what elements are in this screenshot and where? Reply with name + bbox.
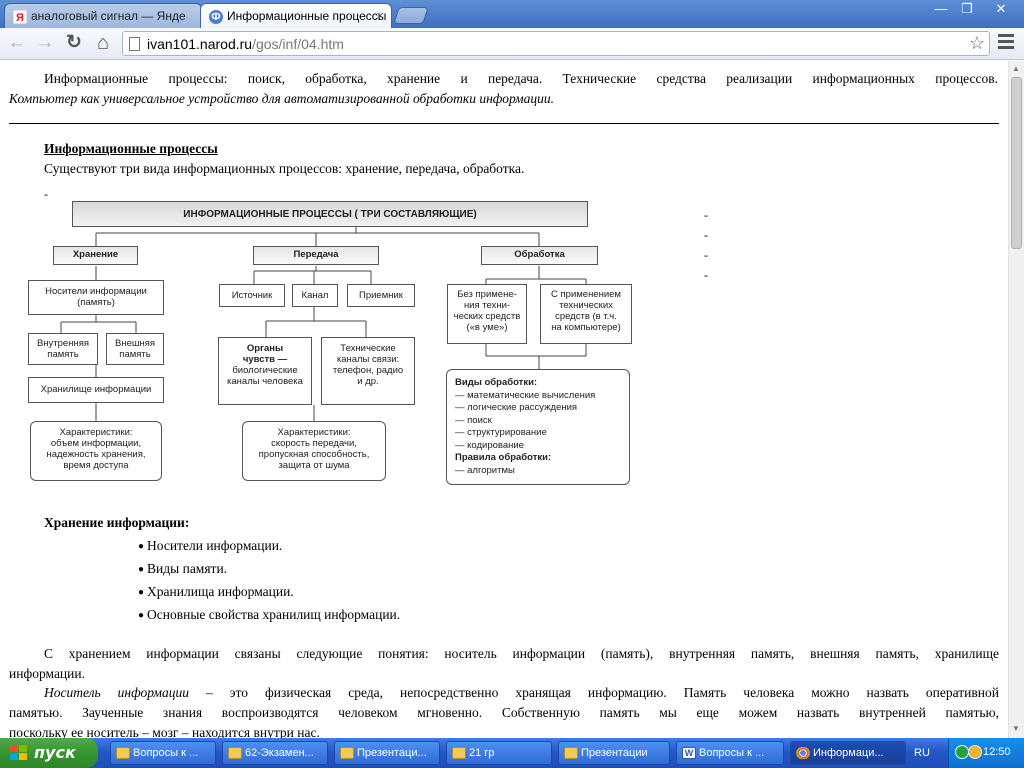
folder-icon xyxy=(564,747,578,759)
address-bar[interactable]: ivan101.narod.ru/gos/inf/04.htm ☆ xyxy=(122,31,990,56)
tab-title: Информационные процессы xyxy=(227,9,387,23)
transfer-label: Передача xyxy=(253,246,379,265)
minimize-button[interactable]: — xyxy=(934,1,948,16)
back-button[interactable]: ← xyxy=(7,32,27,53)
term-carrier: Носитель информации xyxy=(44,685,189,700)
list-item: Носители информации. xyxy=(138,535,400,558)
scroll-down-icon[interactable]: ▼ xyxy=(1012,724,1020,733)
folder-icon xyxy=(116,747,130,759)
folder-icon xyxy=(452,747,466,759)
dash-marker: - xyxy=(704,268,708,282)
storage-heading: Хранение информации: xyxy=(44,515,190,530)
channel-box: Канал xyxy=(292,284,338,307)
intro-line-1: Информационные процессы: поиск, обработк… xyxy=(44,71,998,86)
tab-close-icon[interactable]: × xyxy=(376,8,384,23)
folder-icon xyxy=(340,747,354,759)
taskbar-item-active[interactable]: Информаци... xyxy=(790,741,906,765)
diagram-connectors xyxy=(60,227,587,421)
system-tray: 12:50 xyxy=(948,738,1024,768)
diagram-title: ИНФОРМАЦИОННЫЕ ПРОЦЕССЫ ( ТРИ СОСТАВЛЯЮЩ… xyxy=(72,201,588,227)
processing-kinds-box: Виды обработки: — математические вычисле… xyxy=(446,369,630,485)
windows-flag-icon xyxy=(10,745,28,761)
security-tray-icon[interactable] xyxy=(955,745,969,759)
tech-channels-box: Технические каналы связи: телефон, радио… xyxy=(321,337,415,405)
yandex-favicon-icon: Я xyxy=(13,10,27,24)
windows-taskbar: пуск Вопросы к ... 62-Экзамен... Презент… xyxy=(0,738,1024,768)
information-processes-diagram: ИНФОРМАЦИОННЫЕ ПРОЦЕССЫ ( ТРИ СОСТАВЛЯЮЩ… xyxy=(26,199,636,489)
source-box: Источник xyxy=(219,284,285,307)
taskbar-item[interactable]: 21 гр xyxy=(446,741,552,765)
word-icon: W xyxy=(682,747,696,759)
site-favicon-icon: Ф xyxy=(209,10,223,24)
dash-marker: - xyxy=(704,228,708,242)
sense-organs-box: Органы чувств — биологические каналы чел… xyxy=(218,337,312,405)
page-icon xyxy=(129,37,140,51)
external-memory-box: Внешняя память xyxy=(106,333,164,365)
section-subtitle: Существуют три вида информационных проце… xyxy=(44,161,525,176)
section-title: Информационные процессы xyxy=(44,141,218,156)
app-tray-icon[interactable] xyxy=(968,745,982,759)
bookmark-star-icon[interactable]: ☆ xyxy=(968,33,985,53)
new-tab-button[interactable] xyxy=(393,7,429,24)
forward-button[interactable]: → xyxy=(35,32,55,53)
storage-label: Хранение xyxy=(53,246,138,265)
page-content: Информационные процессы: поиск, обработк… xyxy=(0,61,1008,738)
start-button[interactable]: пуск xyxy=(0,738,98,768)
tab-active-page[interactable]: Ф Информационные процессы × xyxy=(200,3,392,28)
taskbar-item[interactable]: 62-Экзамен... xyxy=(222,741,328,765)
processing-label: Обработка xyxy=(481,246,598,265)
language-indicator[interactable]: RU xyxy=(914,747,930,759)
internal-memory-box: Внутренняя память xyxy=(28,333,98,365)
close-window-button[interactable]: ✕ xyxy=(995,1,1007,16)
folder-icon xyxy=(228,747,242,759)
scroll-thumb[interactable] xyxy=(1011,77,1022,249)
list-item: Хранилища информации. xyxy=(138,581,400,604)
tab-title: аналоговый сигнал — Янде xyxy=(31,9,186,23)
transfer-props-box: Характеристики: скорость передачи, пропу… xyxy=(242,421,386,481)
chrome-icon xyxy=(796,747,810,759)
dash-marker: - xyxy=(704,248,708,262)
taskbar-item[interactable]: Презентации xyxy=(558,741,670,765)
paragraph-storage-concepts: С хранением информации связаны следующие… xyxy=(9,646,999,681)
technical-processing-box: С применением технических средств (в т.ч… xyxy=(540,284,632,344)
taskbar-item[interactable]: Вопросы к ... xyxy=(110,741,216,765)
dash-marker: - xyxy=(704,208,708,222)
taskbar-item[interactable]: Презентаци... xyxy=(334,741,440,765)
browser-toolbar: ← → ↻ ⌂ ivan101.narod.ru/gos/inf/04.htm … xyxy=(0,28,1024,60)
url-text[interactable]: ivan101.narod.ru/gos/inf/04.htm xyxy=(147,36,344,52)
list-item: Основные свойства хранилищ информации. xyxy=(138,604,400,627)
intro-line-2: Компьютер как универсальное устройство д… xyxy=(9,91,555,106)
dash-marker: - xyxy=(44,187,48,201)
home-button[interactable]: ⌂ xyxy=(96,32,110,54)
paragraph-carrier-definition: Носитель информации – это физическая сре… xyxy=(9,685,999,738)
clock: 12:50 xyxy=(983,746,1011,758)
storage-carriers-box: Носители информации (память) xyxy=(28,280,164,315)
scroll-up-icon[interactable]: ▲ xyxy=(1012,64,1020,73)
vertical-scrollbar[interactable]: ▲ ▼ xyxy=(1008,61,1024,738)
maximize-button[interactable]: ❐ xyxy=(961,1,973,16)
chrome-menu-icon[interactable] xyxy=(998,34,1014,52)
reload-button[interactable]: ↻ xyxy=(66,32,82,53)
storage-props-box: Характеристики: объем информации, надежн… xyxy=(30,421,162,481)
tab-yandex[interactable]: Я аналоговый сигнал — Янде xyxy=(4,3,202,28)
receiver-box: Приемник xyxy=(347,284,415,307)
storage-store-box: Хранилище информации xyxy=(28,377,164,403)
storage-topic-list: Носители информации. Виды памяти. Хранил… xyxy=(138,535,400,627)
list-item: Виды памяти. xyxy=(138,558,400,581)
manual-processing-box: Без примене- ния техни- ческих средств (… xyxy=(447,284,527,344)
divider xyxy=(9,123,999,124)
browser-tab-strip: Я аналоговый сигнал — Янде Ф Информацион… xyxy=(0,0,1024,28)
intro-text: Информационные процессы: поиск, обработк… xyxy=(9,69,998,109)
